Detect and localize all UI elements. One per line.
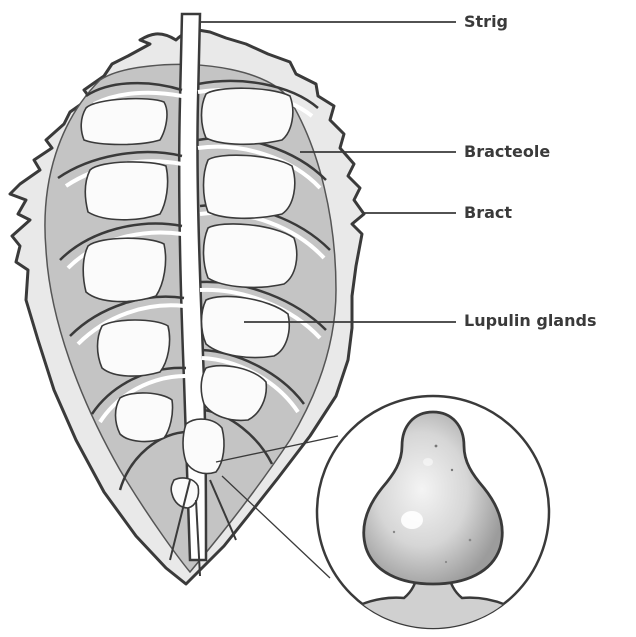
label-bract: Bract [464,205,512,221]
label-lupulin-glands: Lupulin glands [464,313,596,329]
magnified-gland-inset [317,396,549,637]
label-bracteole: Bracteole [464,144,550,160]
label-strig: Strig [464,14,508,30]
